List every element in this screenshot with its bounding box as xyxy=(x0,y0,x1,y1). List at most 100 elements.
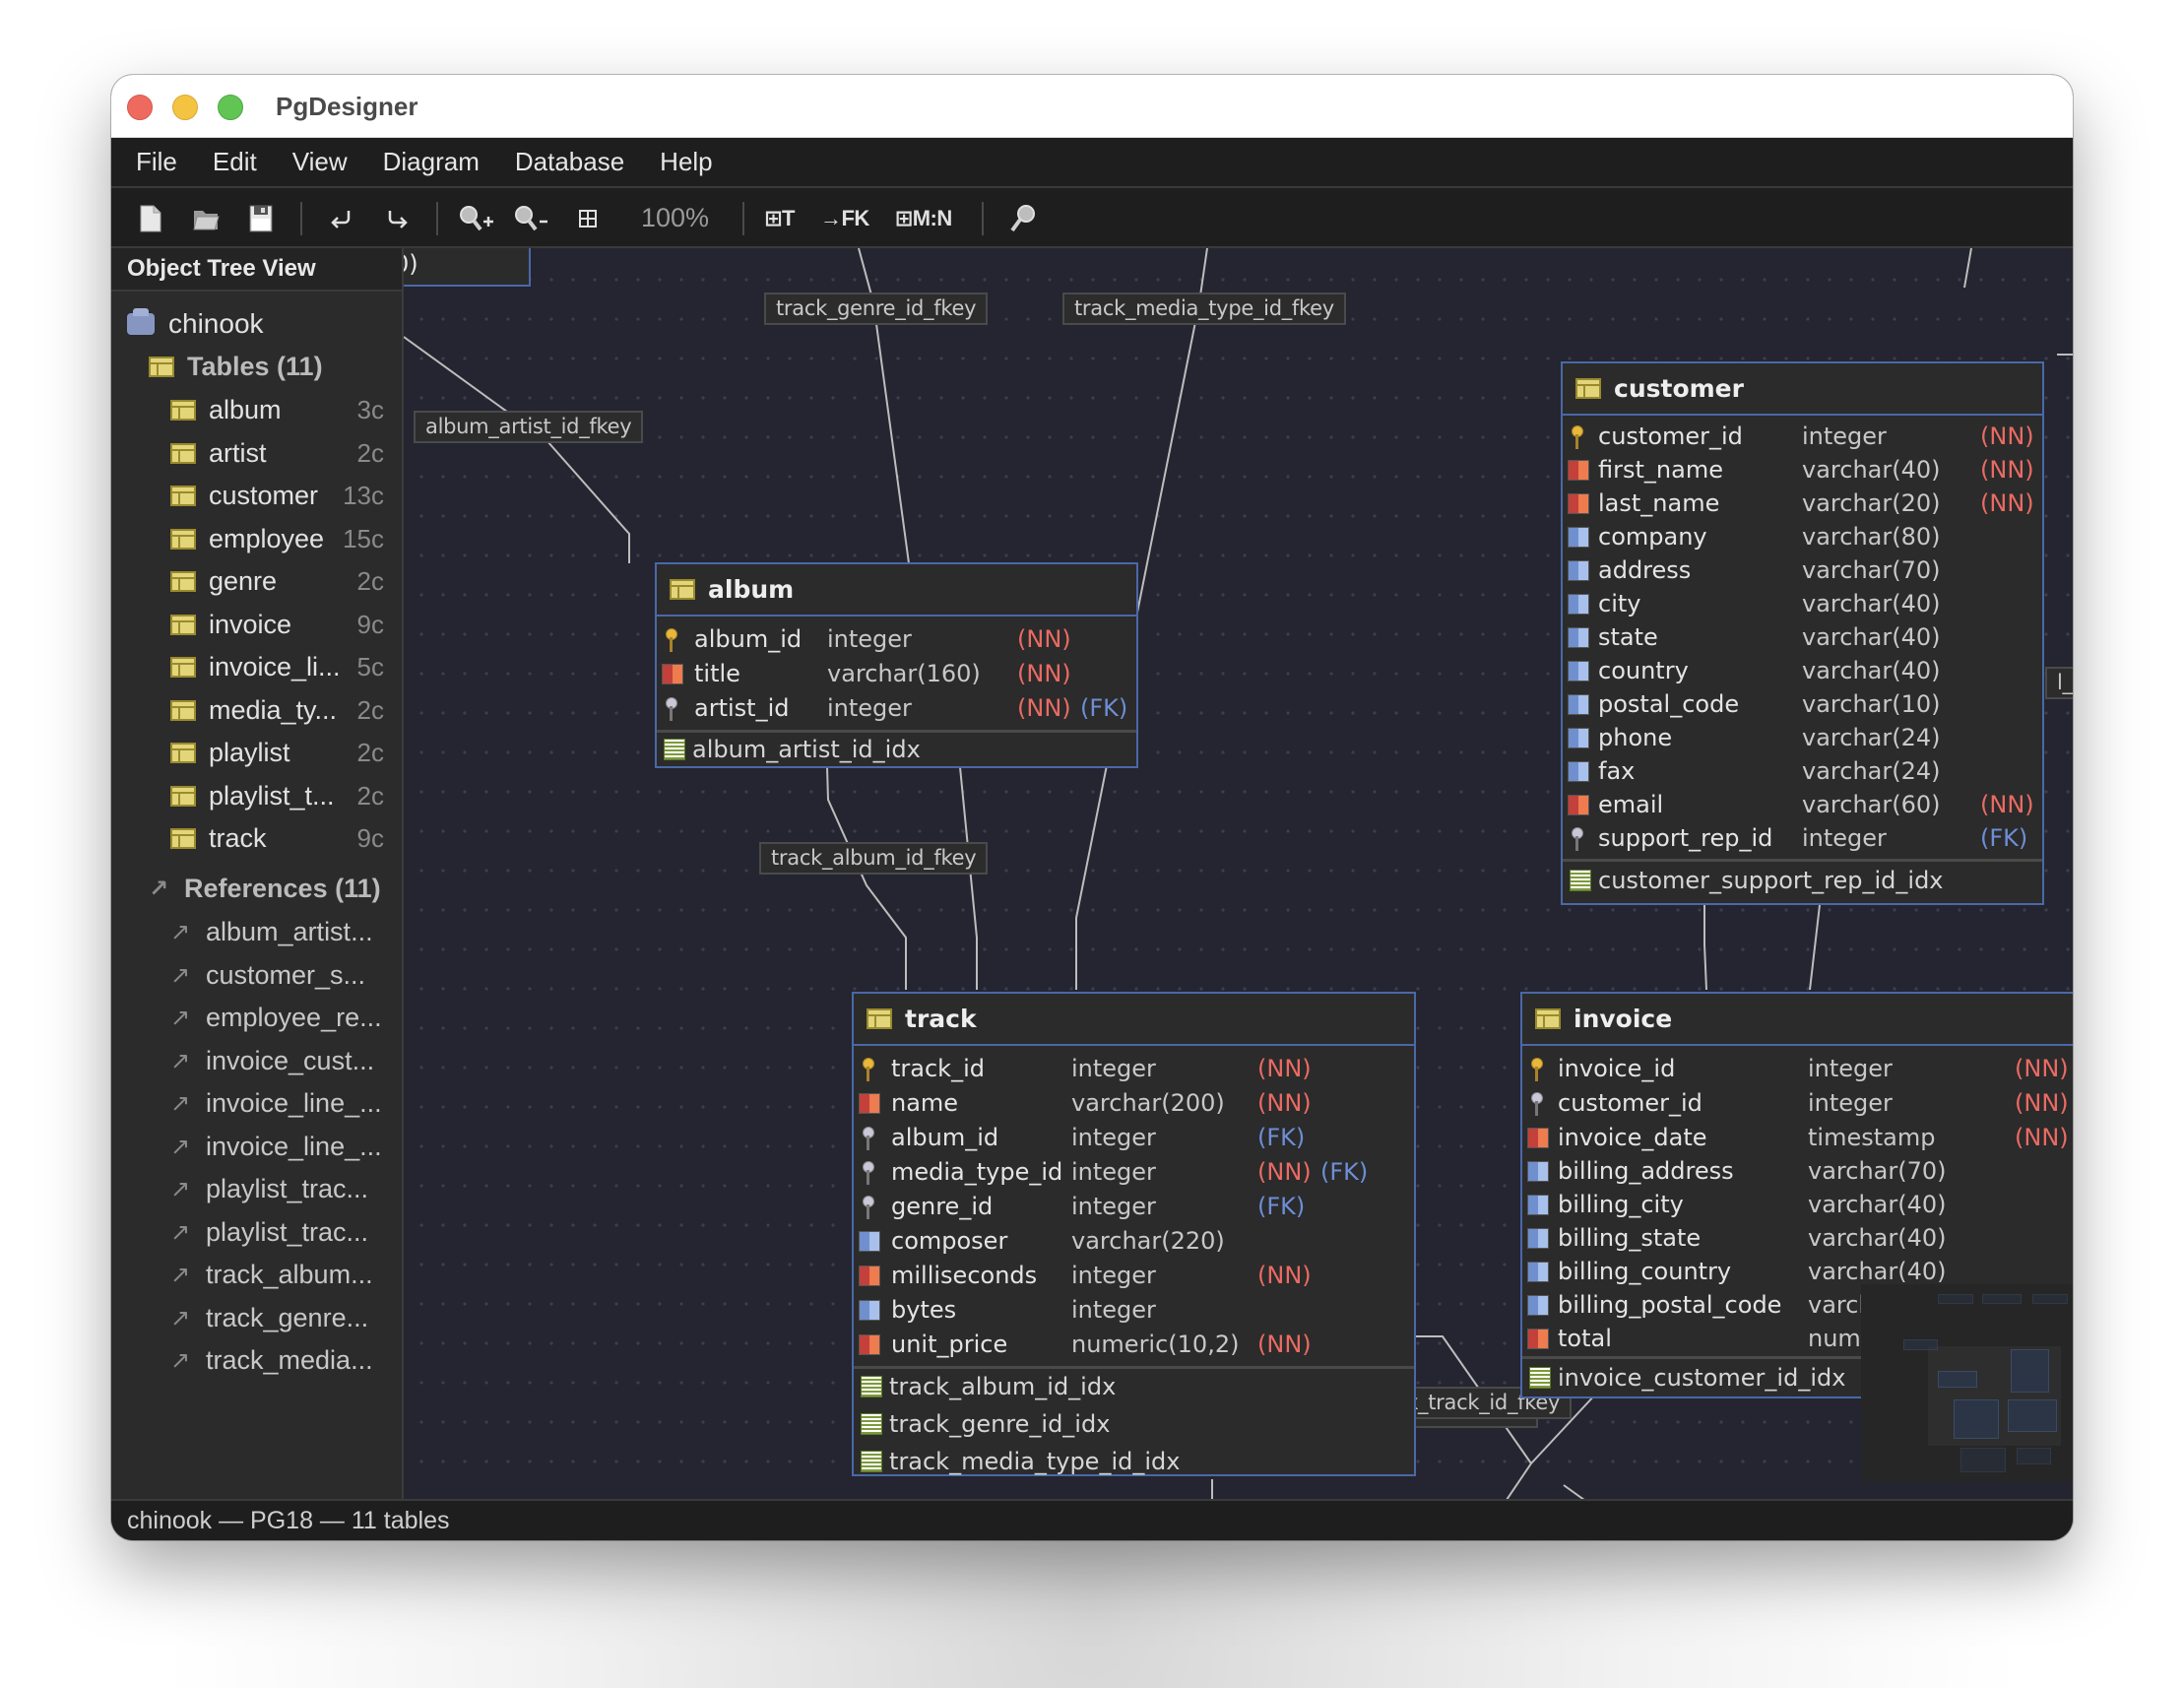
minimap[interactable] xyxy=(1861,1284,2073,1481)
tree-table-invoice[interactable]: invoice 9c xyxy=(170,605,402,644)
menu-database[interactable]: Database xyxy=(514,147,625,176)
redo-button[interactable] xyxy=(377,199,417,238)
index-row[interactable]: track_album_id_idx xyxy=(854,1369,1414,1406)
index-row[interactable]: invoice_customer_id_idx xyxy=(1522,1360,2073,1397)
zoom-in-button[interactable] xyxy=(458,199,497,238)
save-button[interactable] xyxy=(241,199,281,238)
tree-reference[interactable]: ↗invoice_line_... xyxy=(170,1083,382,1123)
tree-reference[interactable]: ↗album_artist... xyxy=(170,912,373,951)
tree-group-references[interactable]: ↗ References (11) xyxy=(149,869,381,908)
add-many-to-many-button[interactable]: ⊞M:N xyxy=(894,205,952,230)
tree-table-invoice-line[interactable]: invoice_li... 5c xyxy=(170,647,402,686)
zoom-window-button[interactable] xyxy=(218,95,243,120)
close-window-button[interactable] xyxy=(127,95,153,120)
tree-database-chinook[interactable]: chinook xyxy=(127,304,264,344)
table-card-partial[interactable]: (NN) 0) xyxy=(404,248,531,287)
tree-reference[interactable]: ↗track_album... xyxy=(170,1255,373,1294)
fk-label-employee-partial[interactable]: l_fkey xyxy=(2045,667,2073,699)
tree-reference[interactable]: ↗invoice_cust... xyxy=(170,1041,374,1080)
column-row[interactable]: title varchar(160) (NN) xyxy=(657,658,1136,692)
menu-help[interactable]: Help xyxy=(660,147,713,176)
index-row[interactable]: track_media_type_id_idx xyxy=(854,1444,1414,1475)
diagram-canvas[interactable]: (NN) 0) track_genre_id_fkey track_media_… xyxy=(404,248,2073,1499)
tree-reference[interactable]: ↗track_genre... xyxy=(170,1298,368,1337)
table-header[interactable]: track xyxy=(854,994,1414,1046)
tree-reference[interactable]: ↗track_media... xyxy=(170,1340,373,1380)
tree-table-employee[interactable]: employee 15c xyxy=(170,519,402,558)
undo-button[interactable] xyxy=(322,199,361,238)
zoom-out-button[interactable] xyxy=(513,199,552,238)
tree-table-media-type[interactable]: media_ty... 2c xyxy=(170,690,402,730)
menu-diagram[interactable]: Diagram xyxy=(382,147,480,176)
menu-edit[interactable]: Edit xyxy=(212,147,257,176)
fk-label-album-artist[interactable]: album_artist_id_fkey xyxy=(414,411,644,443)
tree-reference[interactable]: ↗customer_s... xyxy=(170,955,365,995)
table-card-album[interactable]: album album_id integer (NN) title varcha… xyxy=(655,562,1138,768)
new-file-button[interactable] xyxy=(131,199,170,238)
column-row[interactable]: album_id integer (NN) xyxy=(657,623,1136,658)
table-header[interactable]: invoice xyxy=(1522,994,2073,1046)
tree-reference[interactable]: ↗invoice_line_... xyxy=(170,1127,382,1166)
fk-label-track-album[interactable]: track_album_id_fkey xyxy=(759,842,989,875)
tree-table-artist[interactable]: artist 2c xyxy=(170,433,402,473)
tree-table-track[interactable]: track 9c xyxy=(170,818,402,858)
add-table-button[interactable]: ⊞T xyxy=(764,205,795,230)
minimize-window-button[interactable] xyxy=(172,95,198,120)
add-foreign-key-button[interactable]: →FK xyxy=(819,205,869,230)
tree-reference[interactable]: ↗playlist_trac... xyxy=(170,1212,368,1252)
tree-reference[interactable]: ↗employee_re... xyxy=(170,998,382,1037)
table-header[interactable]: customer xyxy=(1563,363,2042,416)
tree-table-customer[interactable]: customer 13c xyxy=(170,476,402,515)
index-row[interactable]: customer_support_rep_id_idx xyxy=(1563,863,2042,900)
column-row[interactable]: artist_id integer (NN) (FK) xyxy=(657,692,1136,727)
search-button[interactable] xyxy=(1003,199,1043,238)
tree-group-tables[interactable]: Tables (11) xyxy=(149,347,323,386)
tree-table-playlist-track[interactable]: playlist_t... 2c xyxy=(170,776,402,815)
fk-label-track-genre[interactable]: track_genre_id_fkey xyxy=(764,292,989,325)
menu-view[interactable]: View xyxy=(291,147,348,176)
fit-to-window-button[interactable] xyxy=(568,199,608,238)
index-row[interactable]: track_genre_id_idx xyxy=(854,1406,1414,1444)
menu-file[interactable]: File xyxy=(136,147,177,176)
tree-reference[interactable]: ↗playlist_trac... xyxy=(170,1169,368,1208)
fk-label-track-media-type[interactable]: track_media_type_id_fkey xyxy=(1062,292,1346,325)
tree-table-genre[interactable]: genre 2c xyxy=(170,561,402,601)
table-header[interactable]: album xyxy=(657,564,1136,617)
tree-table-playlist[interactable]: playlist 2c xyxy=(170,733,402,772)
tree-table-album[interactable]: album 3c xyxy=(170,390,402,429)
index-row[interactable]: album_artist_id_idx xyxy=(657,732,1136,769)
open-button[interactable] xyxy=(186,199,225,238)
